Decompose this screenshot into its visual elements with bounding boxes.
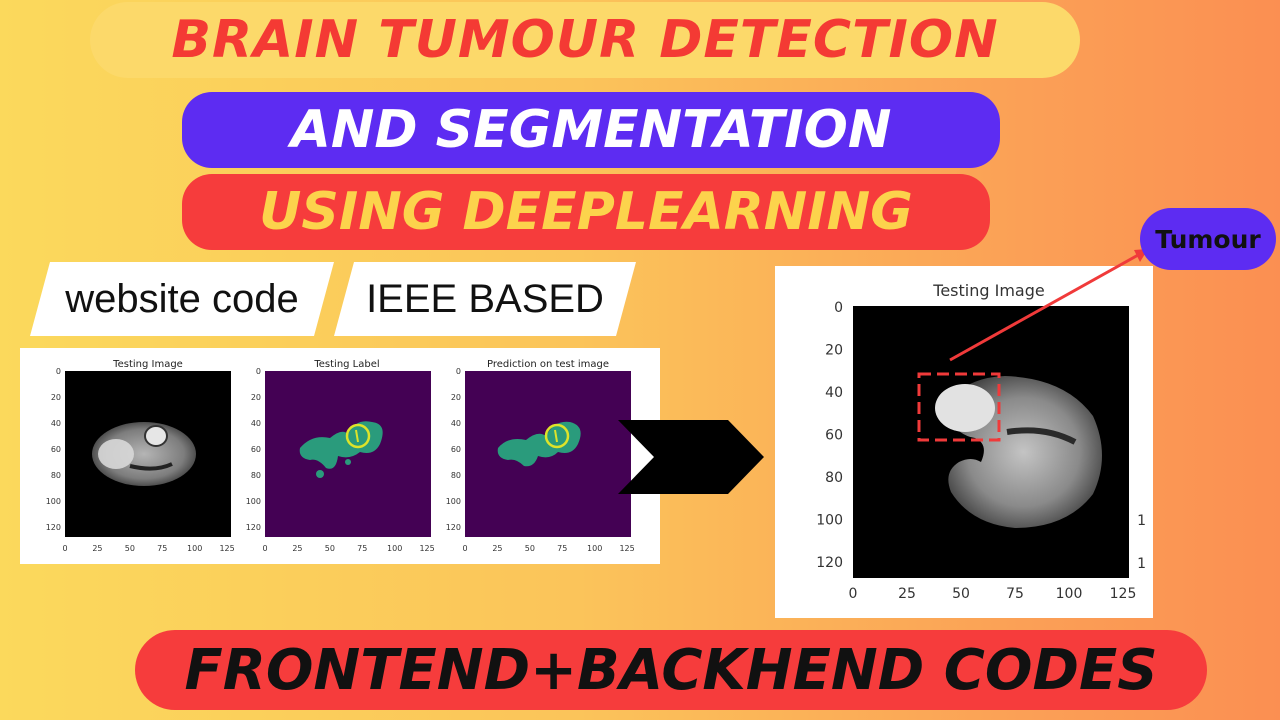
x-tick-label: 75	[157, 544, 167, 553]
large-y-tick-label: 120	[816, 555, 843, 571]
y-tick-label: 40	[451, 419, 461, 428]
annotation-arrow-icon	[949, 249, 1148, 362]
y-tick-label: 20	[451, 393, 461, 402]
ieee-text: IEEE BASED	[366, 276, 604, 321]
y-tick-label: 0	[56, 367, 61, 376]
website-code-text: website code	[65, 276, 299, 321]
large-plot-ticks: 0 25 50 75 100 125 0 20 40 60 80 100 120	[816, 300, 1136, 602]
large-x-tick-label: 0	[849, 586, 858, 602]
plot3-title: Prediction on test image	[487, 359, 609, 370]
plot3-mask	[497, 421, 581, 467]
y-tick-label: 20	[251, 393, 261, 402]
large-x-tick-label: 75	[1006, 586, 1024, 602]
plot2-mask	[299, 421, 383, 469]
tumour-label-text: Tumour	[1155, 224, 1261, 254]
zoomed-result-panel: Testing Image 1 1 0 25 50 75 100 125 0 20 40 60 80…	[775, 266, 1153, 618]
title-line2-text: AND SEGMENTATION	[290, 100, 892, 160]
x-tick-label: 25	[492, 544, 502, 553]
y-tick-label: 0	[256, 367, 261, 376]
x-tick-label: 100	[387, 544, 402, 553]
y-tick-label: 60	[51, 445, 61, 454]
x-tick-label: 25	[92, 544, 102, 553]
large-y-tick-label: 60	[825, 428, 843, 444]
plot-testing-image: Testing Image	[65, 359, 231, 537]
small-plot-ticks: 0 25 50 75 100 125 0 20 40 60 80 100 120 0 25 50 75 100 12…	[46, 367, 635, 553]
x-tick-label: 0	[262, 544, 267, 553]
x-tick-label: 100	[187, 544, 202, 553]
y-tick-label: 60	[251, 445, 261, 454]
y-tick-label: 60	[451, 445, 461, 454]
plot2-mask-fragment	[316, 470, 324, 478]
large-plot-title: Testing Image	[932, 281, 1044, 300]
large-plot-edge-digit: 1	[1137, 556, 1146, 572]
large-y-tick-label: 40	[825, 385, 843, 401]
title-banner-line1: BRAIN TUMOUR DETECTION	[90, 2, 1080, 78]
title-banner-line2: AND SEGMENTATION	[182, 92, 1000, 168]
website-code-tag: website code	[30, 262, 334, 336]
large-plot-edge-digit: 1	[1137, 513, 1146, 529]
tumour-bounding-box	[917, 372, 1001, 442]
large-y-tick-label: 0	[834, 300, 843, 316]
x-tick-label: 25	[292, 544, 302, 553]
x-tick-label: 50	[325, 544, 335, 553]
results-panel: Testing Image Testing Label Prediction o…	[20, 348, 660, 564]
plot1-title: Testing Image	[112, 359, 183, 370]
plot2-mask-core	[355, 429, 359, 443]
y-tick-label: 20	[51, 393, 61, 402]
y-tick-label: 80	[251, 471, 261, 480]
footer-text: FRONTEND+BACKHEND CODES	[184, 637, 1158, 703]
title-banner-line3: USING DEEPLEARNING	[182, 174, 990, 250]
y-tick-label: 80	[451, 471, 461, 480]
plot3-mask-core	[554, 429, 558, 443]
title-line3-text: USING DEEPLEARNING	[259, 182, 913, 242]
ieee-tag: IEEE BASED	[334, 262, 636, 336]
x-tick-label: 75	[557, 544, 567, 553]
plot1-lesion	[144, 425, 168, 447]
x-tick-label: 125	[419, 544, 434, 553]
y-tick-label: 120	[46, 523, 61, 532]
large-plot-ventricle	[1006, 427, 1077, 445]
y-tick-label: 120	[246, 523, 261, 532]
x-tick-label: 125	[619, 544, 634, 553]
plot2-mask-edge	[345, 423, 371, 449]
large-x-tick-label: 50	[952, 586, 970, 602]
large-plot-tumour	[935, 384, 995, 432]
large-y-tick-label: 100	[816, 513, 843, 529]
large-y-tick-label: 80	[825, 470, 843, 486]
x-tick-label: 50	[125, 544, 135, 553]
y-tick-label: 120	[446, 523, 461, 532]
y-tick-label: 0	[456, 367, 461, 376]
plot-prediction: Prediction on test image	[465, 359, 631, 537]
y-tick-label: 40	[51, 419, 61, 428]
plot1-ventricle	[129, 462, 173, 471]
x-tick-label: 0	[62, 544, 67, 553]
footer-banner: FRONTEND+BACKHEND CODES	[135, 630, 1207, 710]
y-tick-label: 40	[251, 419, 261, 428]
large-x-tick-label: 25	[898, 586, 916, 602]
plot2-title: Testing Label	[313, 359, 379, 370]
plot3-mask-edge	[544, 423, 570, 449]
zoomed-figure: Testing Image 1 1 0 25 50 75 100 125 0 20 40 60 80…	[816, 281, 1146, 602]
arrow-right-icon	[618, 420, 764, 494]
plot1-tumour-region	[98, 439, 134, 469]
x-tick-label: 0	[462, 544, 467, 553]
x-tick-label: 50	[525, 544, 535, 553]
large-x-tick-label: 125	[1110, 586, 1137, 602]
y-tick-label: 100	[446, 497, 461, 506]
x-tick-label: 75	[357, 544, 367, 553]
plot2-mask-fragment	[345, 459, 351, 465]
y-tick-label: 100	[246, 497, 261, 506]
results-figure: Testing Image Testing Label Prediction o…	[46, 359, 635, 553]
plot1-brain	[92, 422, 196, 486]
x-tick-label: 100	[587, 544, 602, 553]
title-line1-text: BRAIN TUMOUR DETECTION	[171, 10, 999, 70]
y-tick-label: 100	[46, 497, 61, 506]
large-x-tick-label: 100	[1056, 586, 1083, 602]
large-y-tick-label: 20	[825, 343, 843, 359]
tumour-label-badge: Tumour	[1140, 208, 1276, 270]
x-tick-label: 125	[219, 544, 234, 553]
plot-testing-label: Testing Label	[265, 359, 431, 537]
y-tick-label: 80	[51, 471, 61, 480]
